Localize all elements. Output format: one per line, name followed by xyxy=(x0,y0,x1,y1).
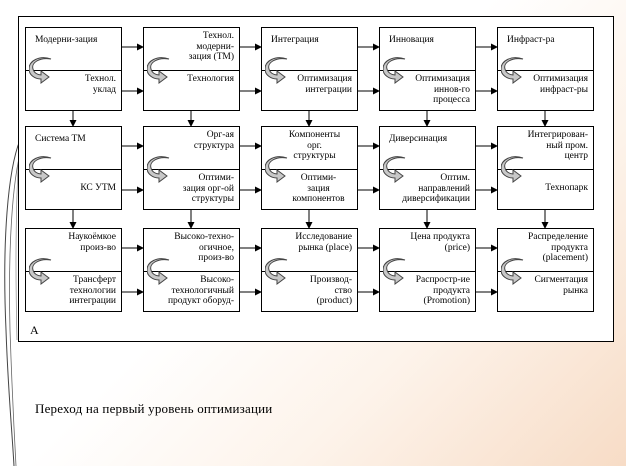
box-r0c1-bottom-label: Технология xyxy=(187,74,234,84)
cycle-arrow-icon xyxy=(501,258,524,285)
box-r2c0: Наукоёмкое произ-во Трансферт технологии… xyxy=(25,228,122,312)
box-r2c4-bottom-label: Сигментация рынка xyxy=(534,275,588,296)
box-r1c0: Система ТМ КС УТМ xyxy=(25,126,122,210)
box-r2c3-bottom-label: Распростр-ие продукта (Promotion) xyxy=(415,275,470,306)
frame-label: A xyxy=(30,323,39,337)
box-r0c4: Инфраст-ра Оптимизация инфраст-ры xyxy=(497,27,594,111)
box-r1c1: Орг-ая структура Оптими- зация орг-ой ст… xyxy=(143,126,240,210)
box-r1c3: Диверсинация Оптим. направлений диверсиф… xyxy=(379,126,476,210)
box-r1c2-bottom-label: Оптими- зация компонентов xyxy=(292,173,345,204)
cycle-arrow-icon xyxy=(383,156,406,183)
cycle-arrow-icon xyxy=(501,156,524,183)
cycle-arrow-icon xyxy=(29,156,52,183)
box-r2c3: Цена продукта (price) Распростр-ие проду… xyxy=(379,228,476,312)
cycle-arrow-icon xyxy=(29,258,52,285)
cycle-arrow-icon xyxy=(265,258,288,285)
box-r0c0: Модерни-зация Технол. уклад xyxy=(25,27,122,111)
box-r2c1-bottom-label: Высоко- технологичный продукт оборуд- xyxy=(167,275,234,306)
cycle-arrow-icon xyxy=(147,156,170,183)
box-r1c4: Интегрирован- ный пром. центр Технопарк xyxy=(497,126,594,210)
box-r1c0-top-label: Система ТМ xyxy=(35,134,86,144)
cycle-arrow-icon xyxy=(501,57,524,84)
box-r2c4: Распределение продукта (placement) Сигме… xyxy=(497,228,594,312)
cycle-arrow-icon xyxy=(147,258,170,285)
box-r2c0-top-label: Наукоёмкое произ-во xyxy=(68,232,116,253)
cycle-arrow-icon xyxy=(265,57,288,84)
cycle-arrow-icon xyxy=(29,57,52,84)
box-r0c1: Технол. модерни- зация (ТМ) Технология xyxy=(143,27,240,111)
box-r2c2-bottom-label: Производ- ство (product) xyxy=(309,275,352,306)
box-r2c0-bottom-label: Трансферт технологии интеграции xyxy=(69,275,116,306)
box-r2c3-top-label: Цена продукта (price) xyxy=(410,232,470,253)
box-r0c4-top-label: Инфраст-ра xyxy=(507,35,555,45)
box-r0c4-bottom-label: Оптимизация инфраст-ры xyxy=(533,74,588,95)
box-r2c1: Высоко-техно- огичное, произ-во Высоко- … xyxy=(143,228,240,312)
box-r1c3-top-label: Диверсинация xyxy=(389,134,448,144)
box-r2c4-top-label: Распределение продукта (placement) xyxy=(527,232,588,263)
cycle-arrow-icon xyxy=(383,57,406,84)
box-r2c1-top-label: Высоко-техно- огичное, произ-во xyxy=(174,232,234,263)
box-r1c1-top-label: Орг-ая структура xyxy=(193,130,234,151)
cycle-arrow-icon xyxy=(265,156,288,183)
box-r0c0-top-label: Модерни-зация xyxy=(35,35,98,45)
box-r0c1-top-label: Технол. модерни- зация (ТМ) xyxy=(188,31,234,62)
caption: Переход на первый уровень оптимизации xyxy=(35,401,273,416)
box-r1c4-top-label: Интегрирован- ный пром. центр xyxy=(527,130,588,161)
box-r1c4-bottom-label: Технопарк xyxy=(545,183,588,193)
box-r1c2-top-label: Компоненты орг. структуры xyxy=(288,130,341,161)
box-r0c2-top-label: Интеграция xyxy=(271,35,319,45)
box-r1c3-bottom-label: Оптим. направлений диверсификации xyxy=(402,173,470,204)
box-r0c0-bottom-label: Технол. уклад xyxy=(84,74,116,95)
box-r0c3: Инновация Оптимизация иннов-го процесса xyxy=(379,27,476,111)
box-r0c2-bottom-label: Оптимизация интеграции xyxy=(297,74,352,95)
box-r0c3-top-label: Инновация xyxy=(389,35,434,45)
box-r1c2: Компоненты орг. структуры Оптими- зация … xyxy=(261,126,358,210)
box-r2c2-top-label: Исследование рынка (place) xyxy=(295,232,352,253)
box-r0c3-bottom-label: Оптимизация иннов-го процесса xyxy=(415,74,470,105)
box-r1c0-bottom-label: КС УТМ xyxy=(80,183,116,193)
box-r2c2: Исследование рынка (place) Производ- ств… xyxy=(261,228,358,312)
box-r0c2: Интеграция Оптимизация интеграции xyxy=(261,27,358,111)
box-r1c1-bottom-label: Оптими- зация орг-ой структуры xyxy=(182,173,234,204)
cycle-arrow-icon xyxy=(383,258,406,285)
cycle-arrow-icon xyxy=(147,57,170,84)
